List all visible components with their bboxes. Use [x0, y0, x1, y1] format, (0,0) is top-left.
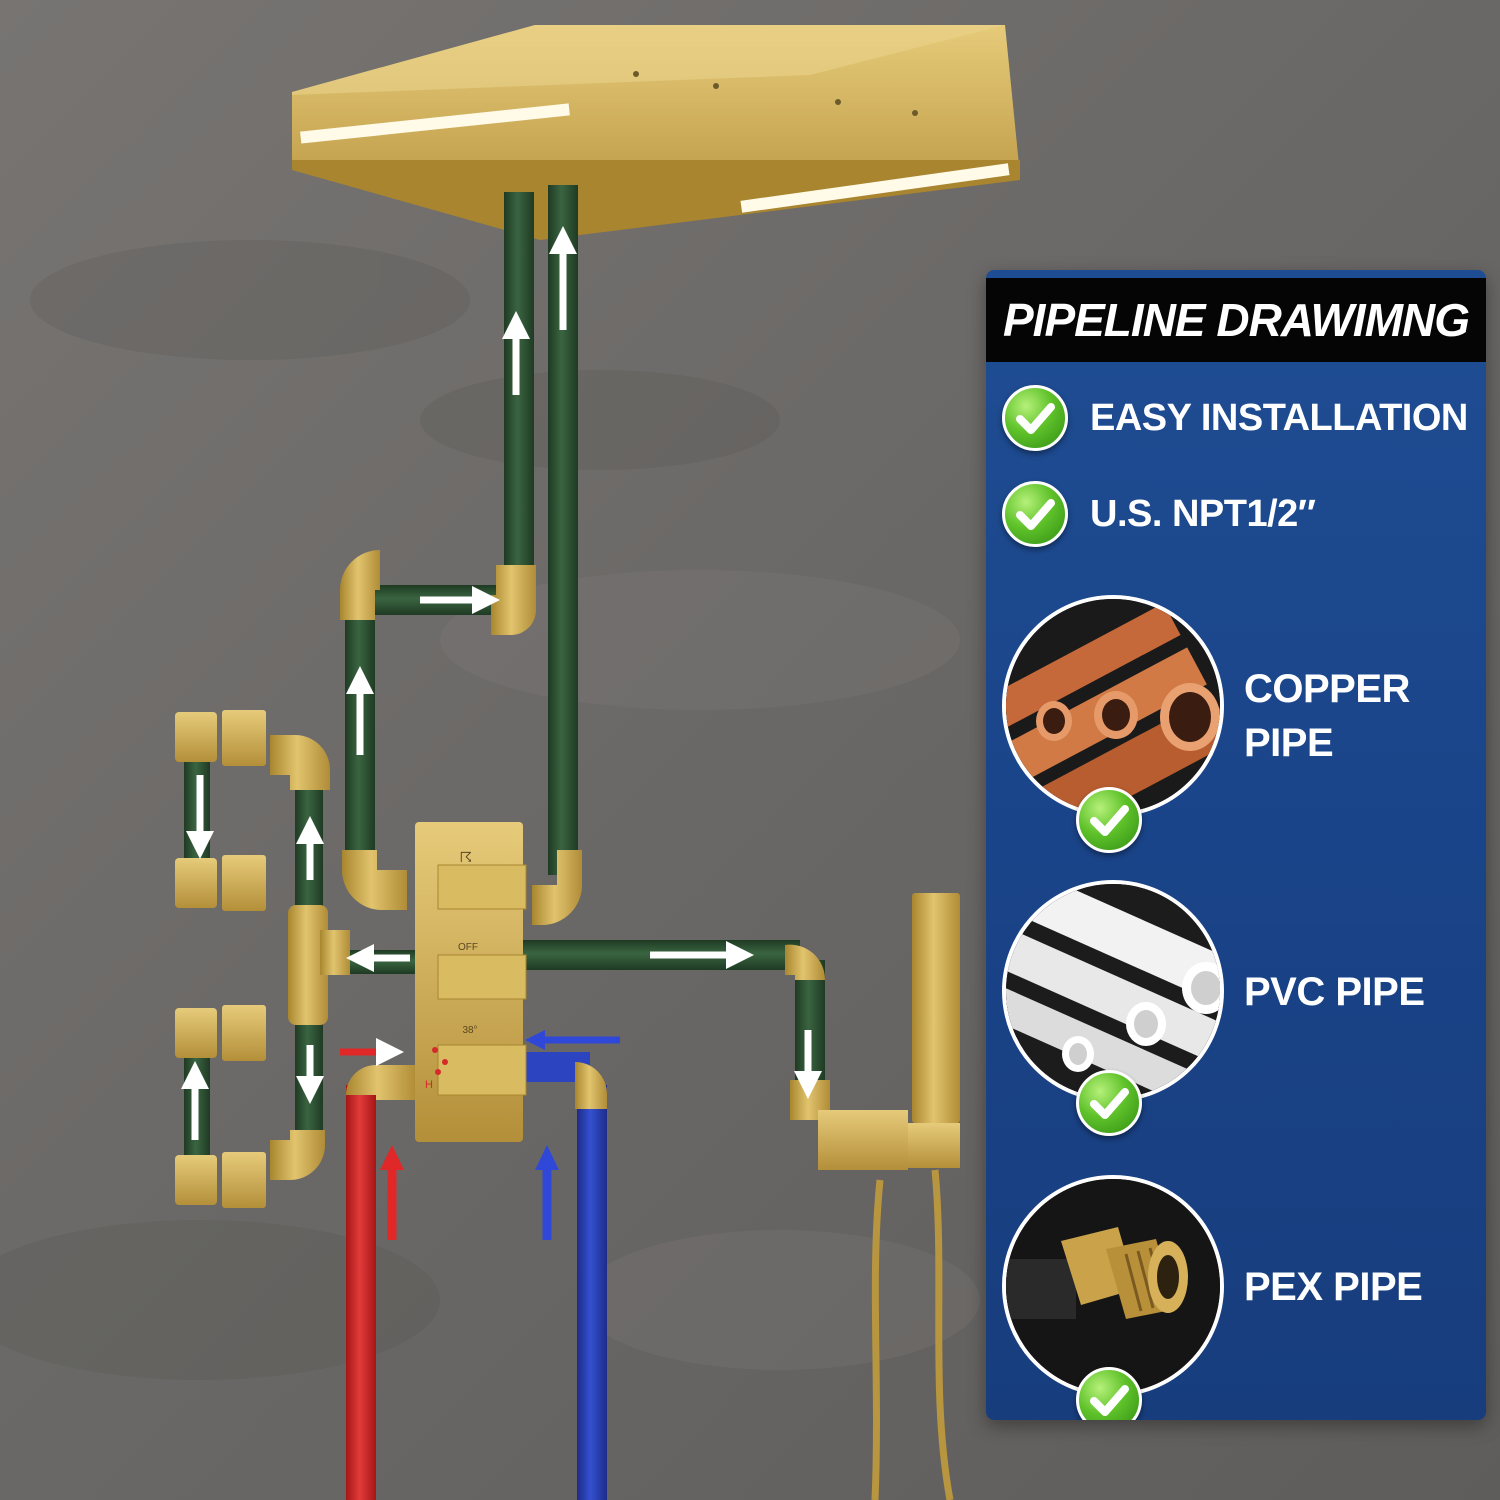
rain-shower-head	[292, 25, 1020, 240]
body-spray-1	[175, 710, 266, 766]
check-icon	[1002, 385, 1068, 451]
check-icon	[1002, 481, 1068, 547]
cold-flow-arrows	[525, 1030, 620, 1240]
thermostatic-valve: ☈ OFF 38° H	[415, 822, 527, 1142]
feature-label: U.S. NPT1/2″	[1090, 493, 1316, 535]
pex-pipe-label: PEX PIPE	[1244, 1265, 1423, 1309]
title-bar: PIPELINE DRAWIMNG	[986, 278, 1486, 362]
check-icon	[1076, 1367, 1142, 1420]
feature-label: EASY INSTALLATION	[1090, 397, 1468, 439]
hot-water-supply	[346, 1065, 416, 1500]
cold-water-supply	[520, 1052, 607, 1500]
valve-top-symbol: ☈	[460, 849, 473, 865]
hot-flow-arrows	[340, 1038, 404, 1240]
copper-pipe-label-line2: PIPE	[1244, 721, 1334, 765]
pvc-pipe-icon	[1002, 880, 1224, 1102]
led-strip-left	[300, 103, 570, 144]
body-spray-2	[175, 855, 266, 911]
copper-pipe-label: COPPER PIPE	[1244, 662, 1410, 770]
body-spray-4	[175, 1152, 266, 1208]
hand-shower	[818, 893, 960, 1500]
pex-fitting-icon	[1002, 1175, 1224, 1397]
flow-arrows-white	[181, 226, 822, 1140]
panel-title: PIPELINE DRAWIMNG	[1002, 294, 1470, 346]
pipeline-info-panel: PIPELINE DRAWIMNG EASY INSTALLATION U.S.…	[986, 270, 1486, 1420]
feature-npt-size: U.S. NPT1/2″	[1002, 478, 1472, 550]
check-icon	[1076, 1070, 1142, 1136]
valve-off-label: OFF	[458, 942, 478, 953]
valve-hot-mark: H	[425, 1079, 433, 1091]
copper-pipe-label-line1: COPPER	[1244, 667, 1410, 711]
feature-easy-installation: EASY INSTALLATION	[1002, 382, 1472, 454]
pvc-pipe-label: PVC PIPE	[1244, 970, 1425, 1014]
valve-temp-label: 38°	[462, 1025, 477, 1036]
copper-pipe-icon	[1002, 595, 1224, 817]
check-icon	[1076, 787, 1142, 853]
led-strip-right	[740, 163, 1010, 213]
body-spray-3	[175, 1005, 266, 1061]
body-spray-jets	[175, 710, 266, 1208]
